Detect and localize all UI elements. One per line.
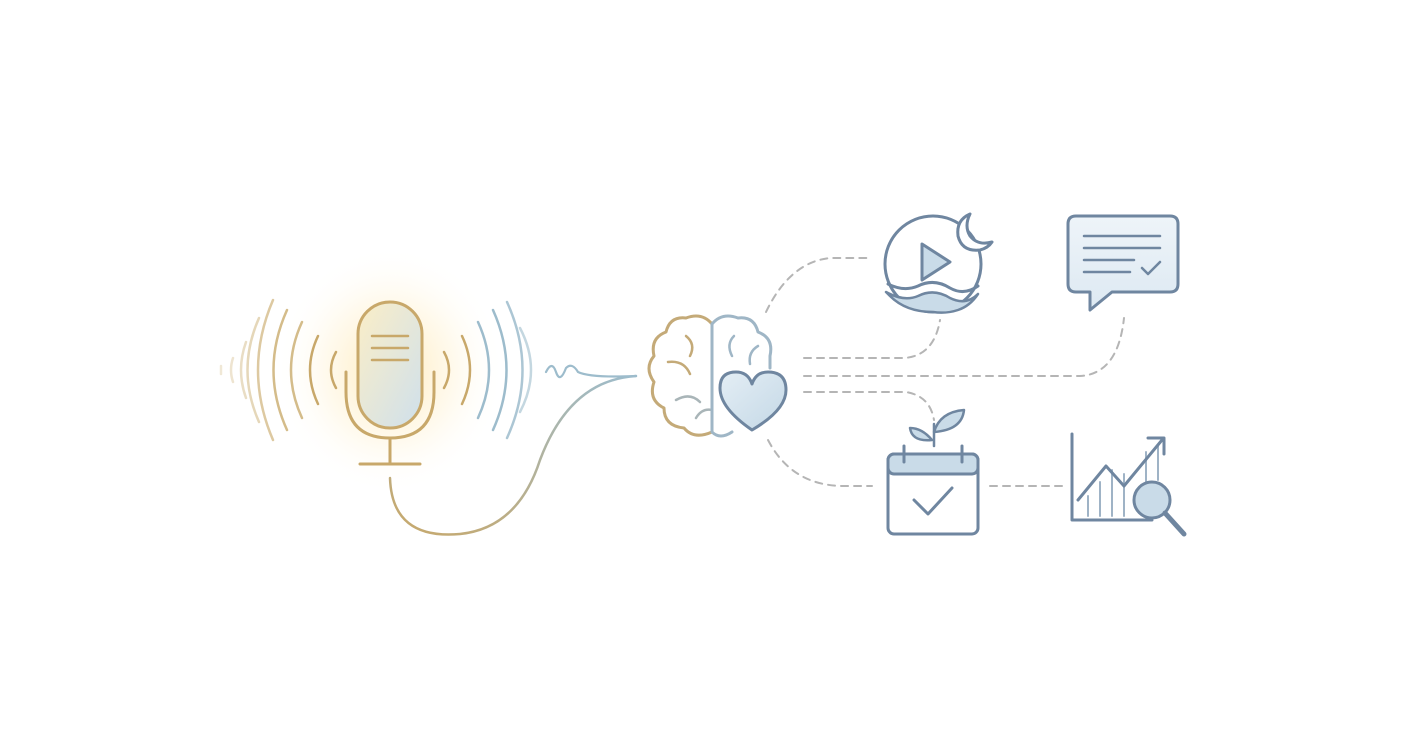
calendar-growth-check-icon	[886, 408, 980, 536]
dashed-connectors	[765, 257, 1125, 487]
signal-wave	[544, 364, 638, 379]
sleep-meditation-play-icon	[883, 212, 994, 314]
brain-heart-icon	[647, 314, 788, 438]
sound-waves-right	[442, 300, 533, 440]
chat-feedback-check-icon	[1066, 214, 1180, 312]
sound-waves-left	[219, 298, 338, 442]
audio-cord	[388, 374, 638, 536]
chart-analysis-magnifier-icon	[1070, 432, 1187, 537]
microphone-icon	[344, 300, 436, 466]
